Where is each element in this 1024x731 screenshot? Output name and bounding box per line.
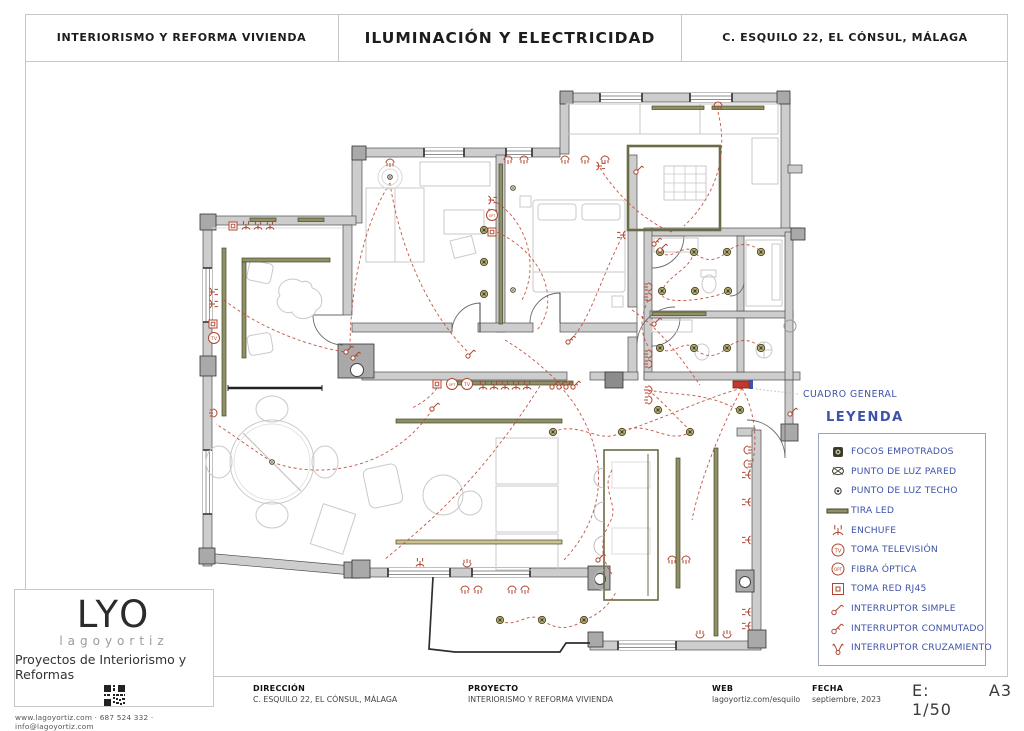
toma-red-rj45-icon bbox=[825, 581, 851, 597]
legend-item: INTERRUPTOR CRUZAMIENTO bbox=[825, 638, 992, 658]
legend-item: TIRA LED bbox=[825, 501, 979, 521]
svg-text:TV: TV bbox=[834, 548, 842, 554]
legend: LEYENDA FOCOS EMPOTRADOS PUNTO DE LUZ PA… bbox=[818, 410, 994, 666]
fibra-optica-icon: OPT bbox=[825, 561, 851, 577]
led-strips bbox=[221, 105, 765, 637]
legend-item: PUNTO DE LUZ PARED bbox=[825, 462, 979, 482]
porch-walls bbox=[428, 576, 590, 653]
puntos-luz-pared bbox=[208, 101, 753, 639]
scale-and-paper: E: 1/50 A3 bbox=[912, 681, 1012, 719]
logo-lyo: LYO bbox=[76, 593, 152, 636]
footer-direccion: DIRECCIÓN C. ESQUILO 22, EL CÓNSUL, MÁLA… bbox=[253, 684, 398, 704]
legend-item: TOMA RED RJ45 bbox=[825, 579, 979, 599]
half-wall-ends bbox=[227, 385, 323, 391]
title-block: INTERIORISMO Y REFORMA VIVIENDA ILUMINAC… bbox=[25, 14, 1008, 62]
kitchen-island bbox=[626, 144, 722, 232]
page-title: ILUMINACIÓN Y ELECTRICIDAD bbox=[338, 14, 682, 61]
electrical-symbols: OPT TV TV OPT CUADRO GENERAL bbox=[208, 101, 897, 639]
svg-text:TV: TV bbox=[463, 382, 471, 388]
tira-led-icon bbox=[825, 503, 851, 519]
svg-text:TV: TV bbox=[210, 336, 218, 342]
legend-item: ENCHUFE bbox=[825, 520, 979, 540]
focos-empotrados bbox=[479, 225, 766, 625]
pillar-columns bbox=[350, 363, 751, 588]
tomas: OPT TV TV OPT bbox=[208, 209, 498, 390]
legend-item: INTERRUPTOR SIMPLE bbox=[825, 599, 979, 619]
furniture bbox=[205, 103, 797, 601]
focos-empotrados-icon bbox=[825, 444, 851, 460]
doors bbox=[312, 235, 786, 459]
interruptores bbox=[343, 165, 799, 563]
legend-title: LEYENDA bbox=[826, 410, 904, 425]
footer-web: WEB lagoyortiz.com/esquilo bbox=[712, 684, 801, 704]
svg-text:OPT: OPT bbox=[834, 567, 843, 572]
punto-luz-techo-icon bbox=[825, 483, 851, 499]
legend-item: TV TOMA TELEVISIÓN bbox=[825, 540, 979, 560]
scale-value: E: 1/50 bbox=[912, 681, 952, 719]
legend-item: INTERRUPTOR CONMUTADO bbox=[825, 618, 984, 638]
toma-television-icon: TV bbox=[825, 542, 851, 558]
footer-fecha: FECHA septiembre, 2023 bbox=[812, 684, 882, 704]
cuadro-general-device bbox=[732, 380, 799, 395]
enchufe-icon bbox=[825, 522, 851, 538]
interruptor-conmutado-icon bbox=[825, 620, 851, 636]
interruptor-cruzamiento-icon bbox=[825, 640, 851, 656]
svg-text:OPT: OPT bbox=[489, 214, 497, 218]
windows bbox=[203, 93, 733, 650]
interruptor-simple-icon bbox=[825, 601, 851, 617]
logo-subname: lagoyortiz bbox=[59, 634, 169, 648]
address-title: C. ESQUILO 22, EL CÓNSUL, MÁLAGA bbox=[722, 31, 968, 44]
logo-contact: www.lagoyortiz.com · 687 524 332 · info@… bbox=[15, 713, 154, 731]
legend-item: OPT FIBRA ÓPTICA bbox=[825, 560, 979, 580]
legend-item: PUNTO DE LUZ TECHO bbox=[825, 481, 979, 501]
qr-code bbox=[103, 685, 125, 710]
paper-size: A3 bbox=[988, 681, 1012, 700]
wiring bbox=[215, 111, 762, 628]
punto-luz-pared-icon bbox=[825, 463, 851, 479]
legend-box: FOCOS EMPOTRADOS PUNTO DE LUZ PARED PUNT… bbox=[818, 433, 992, 666]
project-type-title: INTERIORISMO Y REFORMA VIVIENDA bbox=[56, 31, 307, 44]
legend-item: FOCOS EMPOTRADOS bbox=[825, 442, 979, 462]
company-logo-block: LYO lagoyortiz Proyectos de Interiorismo… bbox=[14, 589, 214, 731]
logo-tagline: Proyectos de Interiorismo y Reformas bbox=[15, 652, 187, 682]
svg-text:OPT: OPT bbox=[449, 383, 457, 387]
footer-proyecto: PROYECTO INTERIORISMO Y REFORMA VIVIENDA bbox=[468, 684, 614, 704]
cuadro-general-label: CUADRO GENERAL bbox=[803, 389, 897, 400]
